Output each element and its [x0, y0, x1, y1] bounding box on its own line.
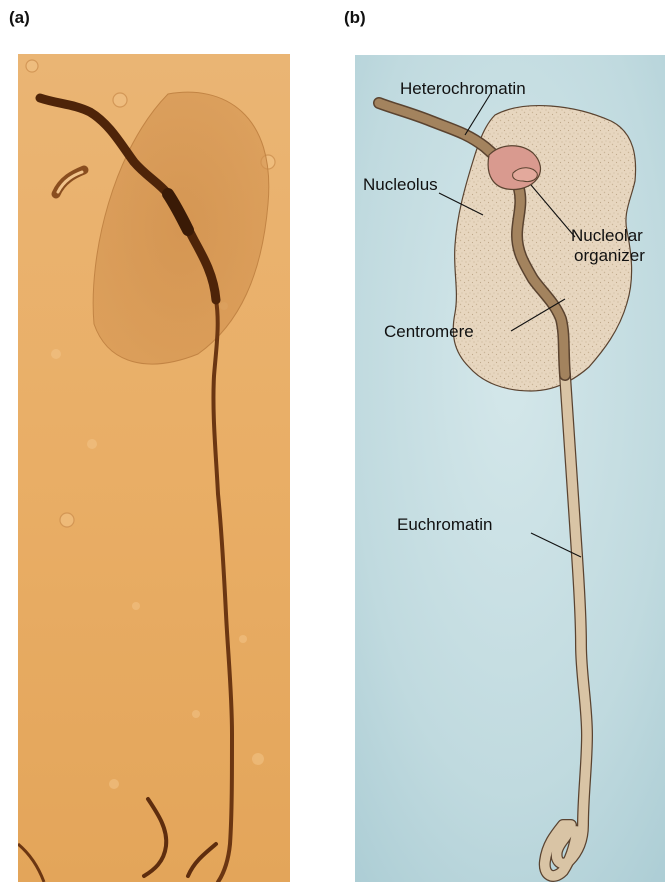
- micrograph-panel: [18, 54, 290, 882]
- panel-b-label: (b): [344, 8, 366, 28]
- label-heterochromatin: Heterochromatin: [400, 79, 526, 98]
- panel-a-label: (a): [9, 8, 30, 28]
- label-nucleolus: Nucleolus: [363, 175, 438, 194]
- label-nucleolar-organizer-line2: organizer: [574, 246, 645, 265]
- label-centromere: Centromere: [384, 322, 474, 341]
- micrograph-image: [18, 54, 290, 882]
- label-nucleolar-organizer-line1: Nucleolar: [571, 226, 643, 245]
- nucleolar-organizer-shape: [488, 146, 540, 190]
- label-euchromatin: Euchromatin: [397, 515, 492, 534]
